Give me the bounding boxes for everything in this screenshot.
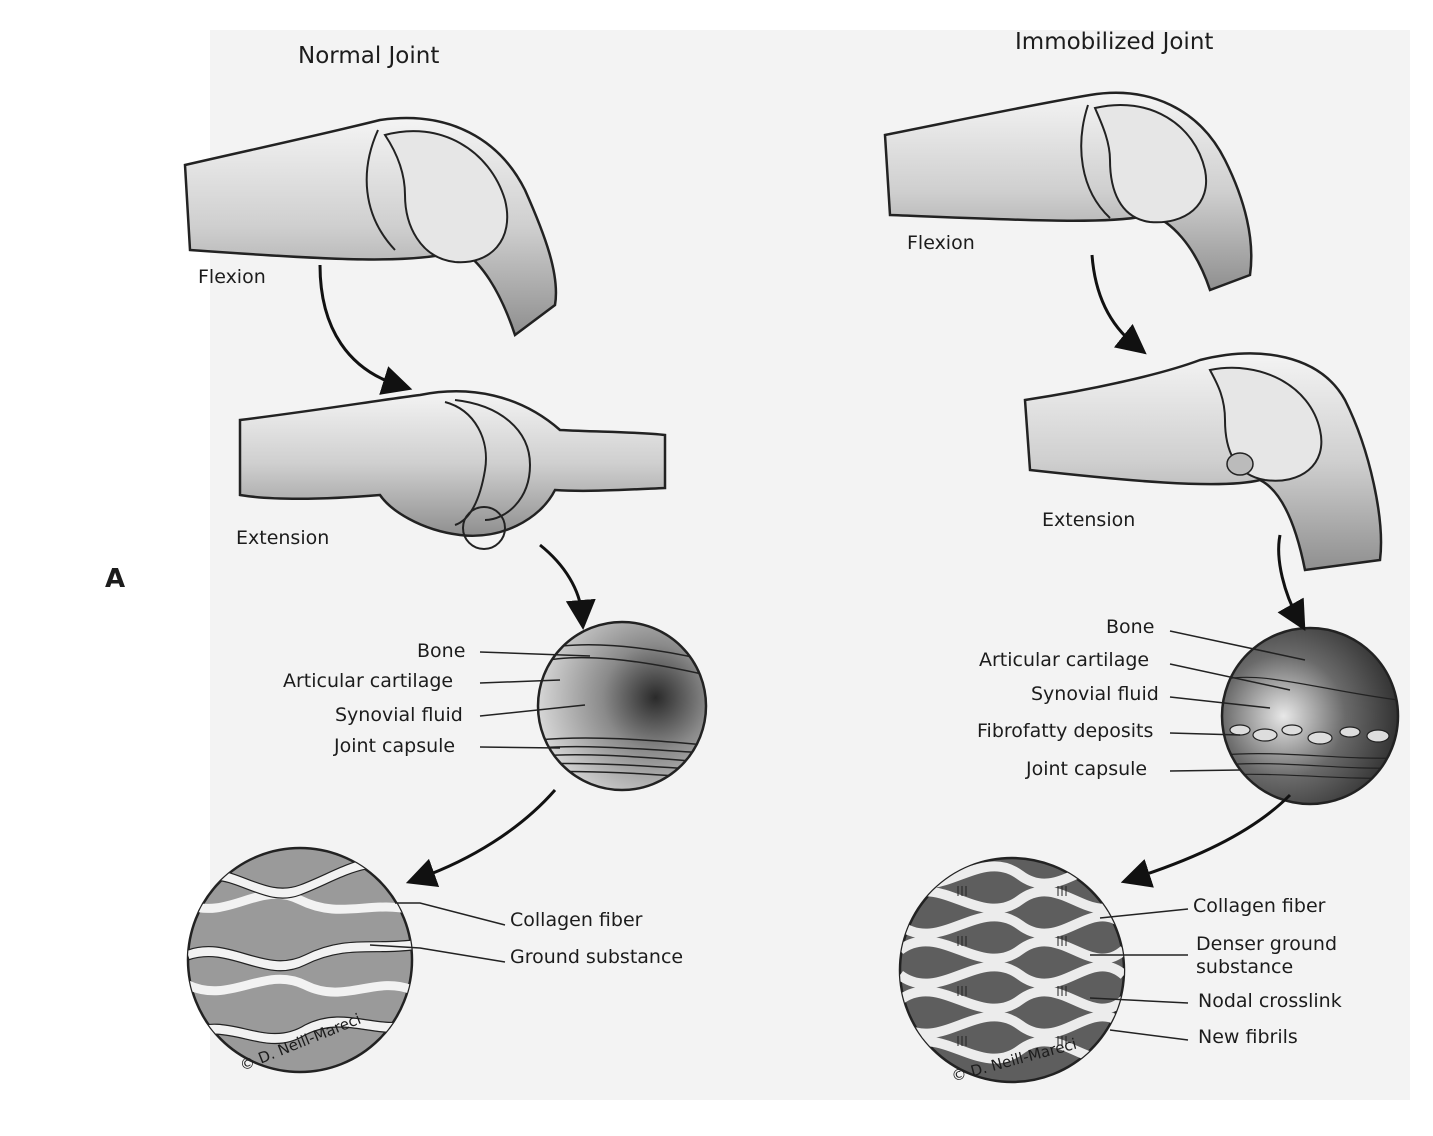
- normal-label-synovial-fluid: Synovial fluid: [335, 706, 463, 725]
- immobilized-label-fibrofatty-deposits: Fibrofatty deposits: [977, 722, 1153, 741]
- normal-joint-title: Normal Joint: [298, 45, 439, 68]
- normal-zoom-circle: [538, 622, 706, 790]
- panel-letter: A: [105, 566, 125, 592]
- immobilized-label-joint-capsule: Joint capsule: [1026, 760, 1147, 779]
- immobilized-label-synovial-fluid: Synovial fluid: [1031, 685, 1159, 704]
- normal-label-articular-cartilage: Articular cartilage: [283, 672, 453, 691]
- fibrofatty-nodule: [1227, 453, 1253, 475]
- normal-label-collagen-fiber: Collagen fiber: [510, 911, 642, 930]
- normal-label-joint-capsule: Joint capsule: [334, 737, 455, 756]
- immobilized-flexion-label: Flexion: [907, 234, 975, 253]
- normal-label-bone: Bone: [417, 642, 465, 661]
- immobilized-label-bone: Bone: [1106, 618, 1154, 637]
- normal-label-ground-substance: Ground substance: [510, 948, 683, 967]
- immobilized-label-collagen-fiber: Collagen fiber: [1193, 897, 1325, 916]
- immobilized-label-substance: substance: [1196, 958, 1293, 977]
- immobilized-label-denser-ground: Denser ground: [1196, 935, 1337, 954]
- normal-extension-label: Extension: [236, 529, 329, 548]
- immobilized-extension-label: Extension: [1042, 511, 1135, 530]
- immobilized-micro-circle: [900, 858, 1124, 1082]
- immobilized-label-nodal-crosslink: Nodal crosslink: [1198, 992, 1342, 1011]
- immobilized-zoom-circle: [1222, 628, 1398, 804]
- immobilized-label-articular-cartilage: Articular cartilage: [979, 651, 1149, 670]
- immobilized-label-new-fibrils: New fibrils: [1198, 1028, 1298, 1047]
- normal-flexion-label: Flexion: [198, 268, 266, 287]
- immobilized-joint-title: Immobilized Joint: [1015, 31, 1213, 54]
